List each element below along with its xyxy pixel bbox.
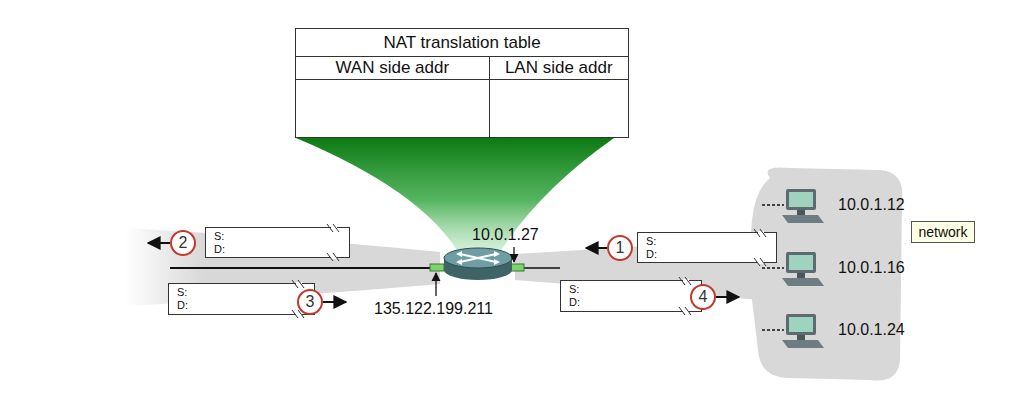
packet-field: S:	[214, 230, 349, 243]
callout-number: 1	[616, 239, 625, 257]
callout-number: 4	[699, 288, 708, 306]
direction-arrow	[148, 242, 170, 244]
leader-line	[513, 247, 514, 262]
packet-field: D:	[177, 299, 314, 312]
packet-field: D:	[569, 296, 701, 309]
interface-address: 10.0.1.27	[472, 226, 539, 244]
packet-box: S:D:	[205, 227, 350, 258]
host-address: 10.0.1.12	[838, 196, 905, 214]
host-computer	[762, 189, 824, 223]
table-body: WAN side addrLAN side addr	[296, 57, 628, 137]
direction-arrow	[716, 296, 739, 298]
host-computer	[762, 314, 824, 348]
callout-number: 2	[170, 230, 196, 256]
packet-break	[325, 224, 345, 261]
packet-field: S:	[646, 235, 776, 248]
network-tag: network	[911, 221, 975, 243]
packet-field: D:	[214, 243, 349, 256]
nat-table: NAT translation tableWAN side addrLAN si…	[295, 28, 629, 138]
callout-number: 4	[690, 284, 716, 310]
table-title: NAT translation table	[296, 29, 628, 57]
callout-number: 1	[607, 235, 633, 261]
lan-interface	[510, 264, 524, 271]
region-label: network	[918, 224, 967, 240]
wan-link	[170, 267, 440, 269]
packet-field: S:	[177, 286, 314, 299]
router-icon	[444, 248, 512, 280]
leader-line	[435, 273, 436, 296]
direction-arrow	[586, 247, 607, 249]
column-heading: WAN side addr	[296, 57, 489, 80]
table-column: WAN side addr	[296, 57, 489, 137]
interface-address: 135.122.199.211	[374, 300, 493, 318]
table-column: LAN side addr	[489, 57, 628, 137]
packet-field: S:	[569, 283, 701, 296]
packet-box: S:D:	[168, 283, 315, 315]
callout-number: 2	[179, 234, 188, 252]
packet-box: S:D:	[637, 232, 777, 263]
host-address: 10.0.1.16	[838, 259, 905, 277]
callout-number: 3	[297, 289, 323, 315]
packet-box: S:D:	[560, 280, 702, 312]
packet-field: D:	[646, 248, 776, 261]
packet-break	[752, 229, 772, 266]
wan-interface	[430, 264, 444, 271]
host-address: 10.0.1.24	[838, 321, 905, 339]
column-heading: LAN side addr	[490, 57, 628, 80]
callout-number: 3	[306, 293, 315, 311]
direction-arrow	[323, 301, 346, 303]
